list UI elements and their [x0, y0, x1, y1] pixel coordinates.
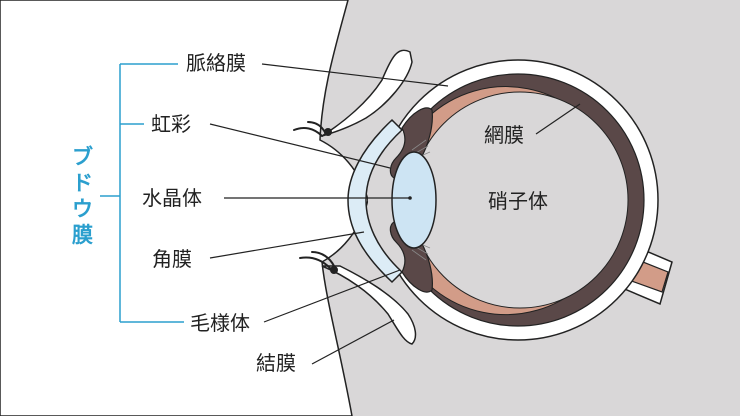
lens — [391, 151, 437, 249]
label-conjunctiva: 結膜 — [256, 351, 296, 375]
uvea-label-char-1: ブ — [72, 145, 93, 169]
label-cornea: 角膜 — [152, 247, 192, 271]
label-choroid: 脈絡膜 — [186, 51, 246, 75]
label-ciliary-body: 毛様体 — [190, 311, 250, 335]
uvea-label-char-2: ド — [72, 171, 93, 195]
label-vitreous: 硝子体 — [488, 189, 548, 213]
eyelashes-upper — [293, 121, 332, 137]
uvea-label-char-4: 膜 — [72, 223, 93, 247]
lower-eyelid — [321, 265, 417, 345]
uvea-label-char-3: ウ — [72, 197, 93, 221]
eyelid-profile — [0, 0, 369, 416]
label-iris: 虹彩 — [151, 112, 191, 136]
label-retina: 網膜 — [484, 123, 524, 147]
uvea-bracket — [100, 63, 184, 323]
lens-center-dot — [408, 196, 412, 200]
eyelashes-lower — [299, 251, 338, 274]
leader-lines — [209, 63, 581, 365]
label-lens: 水晶体 — [142, 186, 202, 210]
